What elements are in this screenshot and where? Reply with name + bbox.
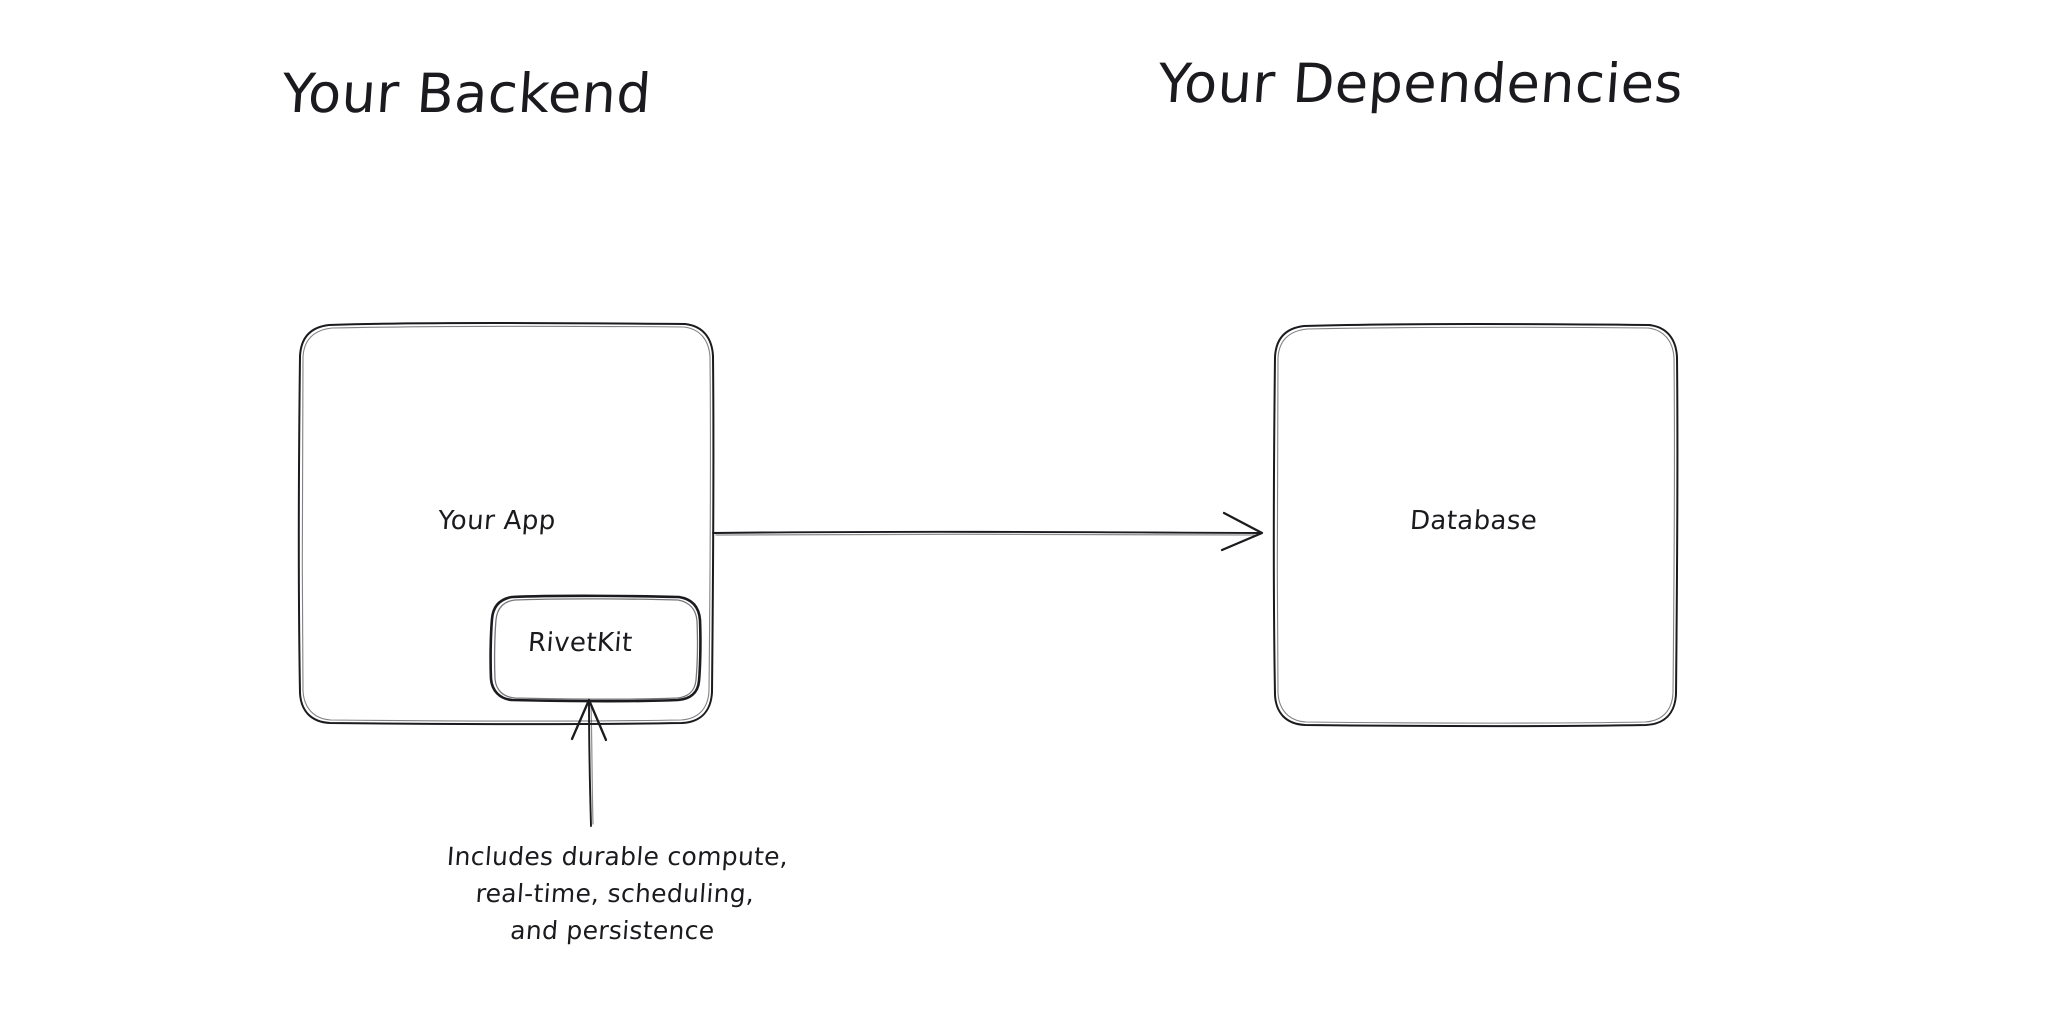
annotation-note-line-2: real-time, scheduling, <box>474 879 756 908</box>
node-rivetkit-shape[interactable] <box>489 594 702 703</box>
annotation-note-line-1: Includes durable compute, <box>445 842 790 871</box>
node-your-app-shape[interactable] <box>297 322 715 726</box>
annotation-note-line-3: and persistence <box>509 916 716 945</box>
heading-your-dependencies: Your Dependencies <box>1155 52 1686 115</box>
node-label-rivetkit: RivetKit <box>526 628 634 658</box>
connector-note-to-rivetkit <box>570 698 608 827</box>
annotation-note: Includes durable compute, real-time, sch… <box>416 838 814 949</box>
node-label-your-app: Your App <box>436 506 557 536</box>
node-label-database: Database <box>1408 506 1539 536</box>
connector-app-to-database <box>712 511 1264 552</box>
node-database-shape[interactable] <box>1272 323 1679 728</box>
heading-your-backend: Your Backend <box>279 62 654 125</box>
